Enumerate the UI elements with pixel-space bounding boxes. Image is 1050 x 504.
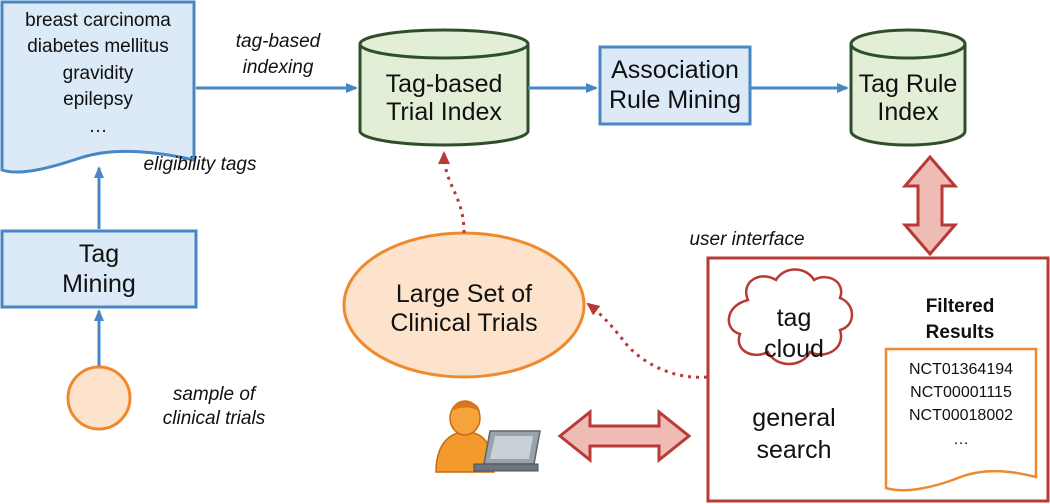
eligibility-tags-caption: eligibility tags [144,154,257,175]
general-search-line1[interactable]: general [752,404,835,432]
trial-index-line2: Trial Index [386,98,502,126]
result-item[interactable]: NCT01364194 [909,361,1013,378]
trial-index-cylinder: Tag-based Trial Index [358,28,530,147]
rule-index-line1: Tag Rule [859,70,958,98]
user-at-laptop-icon [435,400,541,473]
large-set-line2: Clinical Trials [390,309,537,337]
tag-item: diabetes mellitus [27,36,169,57]
tag-cloud[interactable]: tag cloud [727,268,854,366]
rule-index-line2: Index [877,98,939,126]
result-item[interactable]: NCT00001115 [910,384,1012,401]
double-arrow-horizontal [557,408,692,464]
tag-rule-index-cylinder: Tag Rule Index [849,28,967,147]
tag-item: epilepsy [63,89,133,110]
general-search-line2[interactable]: search [756,436,831,464]
indexing-label-line2: indexing [243,57,314,78]
indexing-label-line1: tag-based [236,31,322,52]
tag-mining-line2: Mining [62,270,136,298]
tag-cloud-line2: cloud [764,335,824,363]
sample-circle [66,365,132,431]
tag-cloud-line1: tag [777,304,812,332]
cloud-shape [727,268,854,366]
filtered-results-document: NCT01364194 NCT00001115 NCT00018002 … [884,347,1038,492]
eligibility-tags-document: breast carcinoma diabetes mellitus gravi… [0,0,196,174]
filtered-results-line2: Results [926,322,995,343]
trial-index-line1: Tag-based [386,70,503,98]
result-item[interactable]: NCT00018002 [909,407,1013,424]
sample-label-line2: clinical trials [163,408,266,429]
tag-item: … [89,116,108,137]
tag-item: breast carcinoma [25,10,171,31]
ui-label: user interface [689,229,804,250]
tag-mining-line1: Tag [79,240,119,268]
double-arrow-vertical [901,154,959,257]
dotted-arrow-ui-to-large-set [586,302,708,379]
sample-label-line1: sample of [173,384,257,405]
result-item: … [953,431,969,448]
assoc-mining-line2: Rule Mining [609,86,741,114]
assoc-mining-line1: Association [611,56,739,84]
tag-item: gravidity [63,63,134,84]
large-set-line1: Large Set of [396,280,532,308]
filtered-results-line1: Filtered [926,296,995,317]
association-rule-mining-box: Association Rule Mining [598,45,752,126]
tag-mining-box: Tag Mining [0,229,198,309]
dotted-arrow-large-set-to-index [438,151,466,234]
